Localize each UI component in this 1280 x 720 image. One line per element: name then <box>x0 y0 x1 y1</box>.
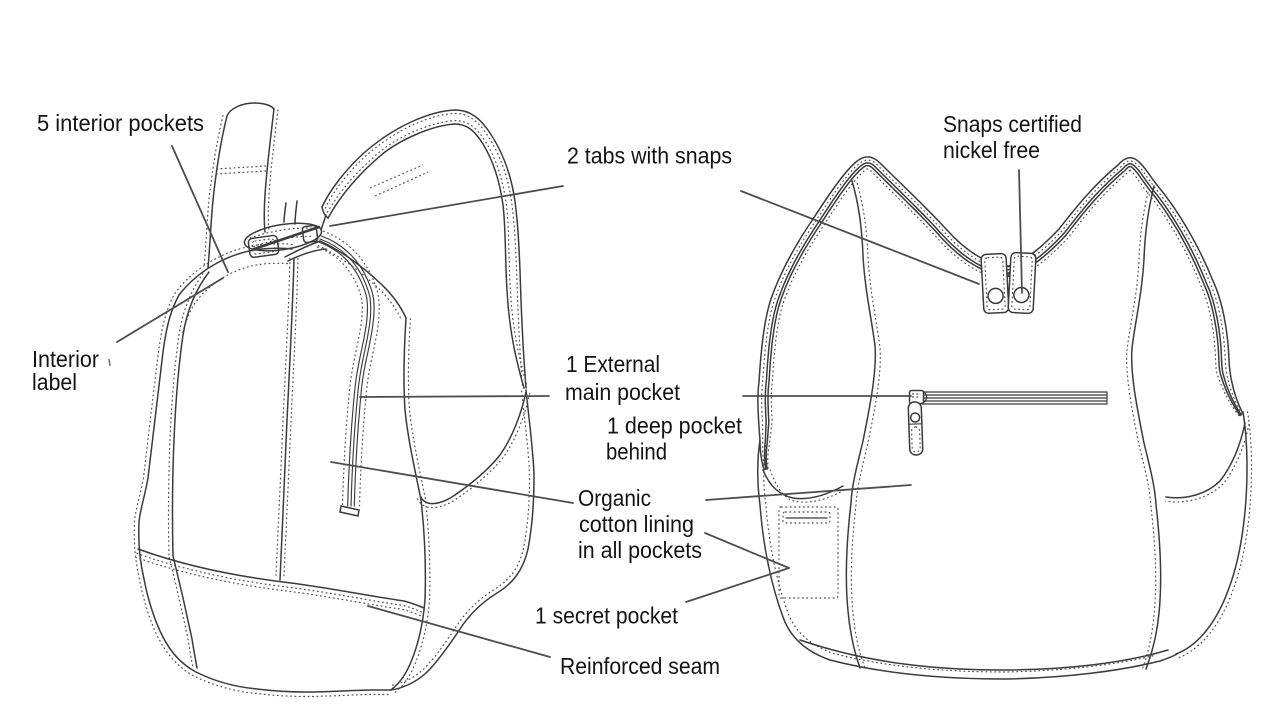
svg-text:1 secret pocket: 1 secret pocket <box>535 603 679 629</box>
svg-text:main pocket: main pocket <box>565 379 681 405</box>
svg-text:behind: behind <box>606 439 667 465</box>
svg-text:1 deep pocket: 1 deep pocket <box>607 413 743 439</box>
svg-text:label: label <box>32 369 77 395</box>
svg-text:2 tabs with snaps: 2 tabs with snaps <box>567 143 732 169</box>
svg-text:nickel free: nickel free <box>943 137 1040 163</box>
svg-text:5 interior pockets: 5 interior pockets <box>37 110 204 136</box>
svg-text:in all pockets: in all pockets <box>578 537 702 563</box>
svg-text:cotton lining: cotton lining <box>579 511 694 537</box>
svg-text:Interior: Interior <box>32 346 99 372</box>
svg-text:1 External: 1 External <box>566 351 660 377</box>
svg-text:Snaps certified: Snaps certified <box>943 111 1082 137</box>
svg-text:Organic: Organic <box>578 485 651 511</box>
svg-text:Reinforced seam: Reinforced seam <box>560 653 720 679</box>
